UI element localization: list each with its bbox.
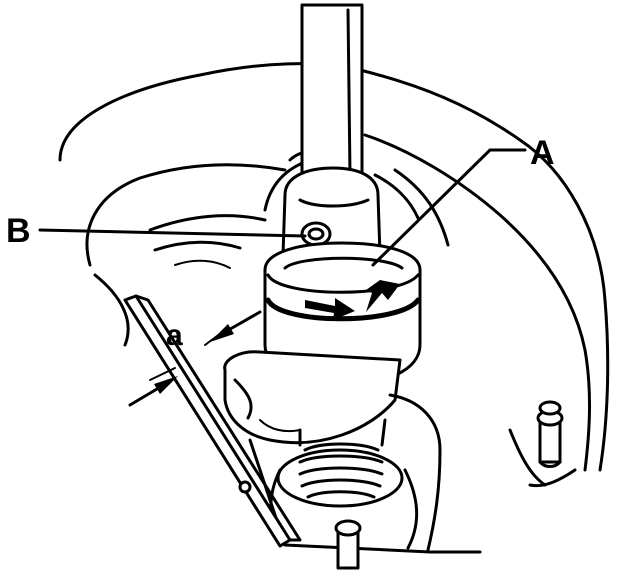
rotation-arrows xyxy=(305,280,400,320)
bolt-b xyxy=(300,221,332,247)
lower-boot xyxy=(223,350,402,445)
leader-b xyxy=(38,228,307,238)
leader-a xyxy=(371,148,527,267)
label-a: A xyxy=(530,134,555,172)
right-pin xyxy=(536,400,564,468)
bottom-pin xyxy=(334,519,362,570)
dimension-a xyxy=(128,310,262,407)
spring xyxy=(276,418,404,508)
label-b: B xyxy=(6,212,31,250)
label-dimension-a: a xyxy=(166,319,183,352)
gauge-bar xyxy=(123,294,302,548)
